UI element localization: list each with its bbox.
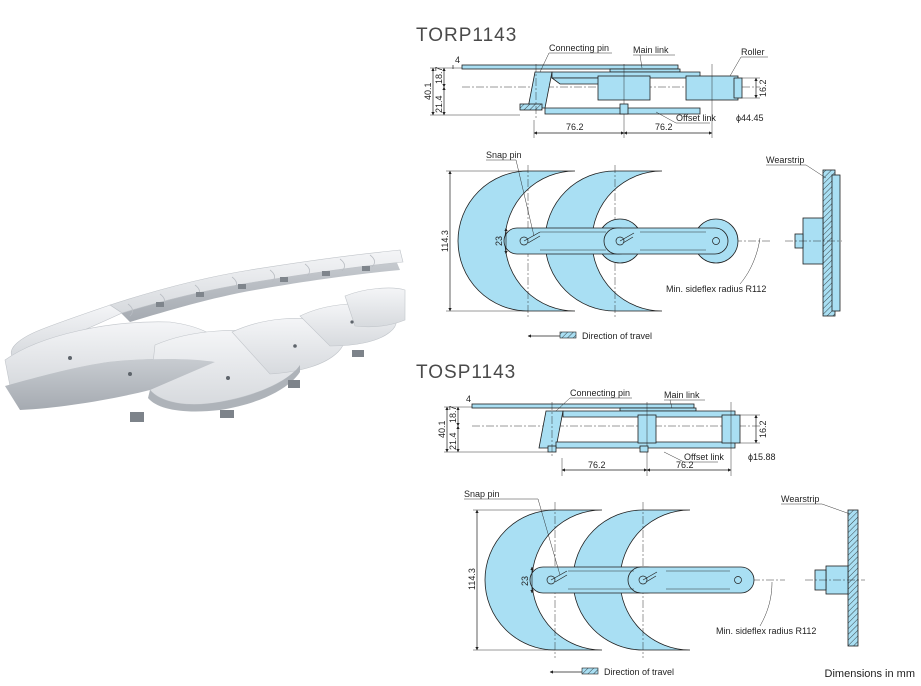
side-dimensions-tosp <box>444 406 760 476</box>
label-sideflex: Min. sideflex radius R112 <box>716 626 816 636</box>
label-travel: Direction of travel <box>604 667 674 677</box>
front-row-plates <box>4 287 406 422</box>
label-wearstrip: Wearstrip <box>781 494 819 504</box>
side-view-tosp: 40.1 18.7 21.4 4 76.2 76.2 16.2 ϕ15.88 C… <box>437 388 776 476</box>
link-diagonal <box>550 77 601 85</box>
pin-1 <box>619 103 629 115</box>
dim-height-lower: 21.4 <box>448 432 458 450</box>
top-dimensions-torp <box>446 170 528 312</box>
side-dimensions-torp <box>430 65 760 138</box>
plate-1 <box>484 509 603 651</box>
label-main-link: Main link <box>633 45 669 55</box>
label-wearstrip: Wearstrip <box>766 155 804 165</box>
top-view-torp: 114.3 23 Snap pin Wearstrip Min. sidefle… <box>440 150 842 341</box>
diagram-torp1143: TORP1143 <box>416 25 842 341</box>
back-row-plates <box>10 249 404 357</box>
offset-link <box>527 71 553 109</box>
dim-roller-height: 16.2 <box>758 420 768 438</box>
dim-width: 114.3 <box>467 568 477 590</box>
wearstrip-cap <box>831 174 841 312</box>
top-plate-2 <box>619 407 697 412</box>
label-travel: Direction of travel <box>582 331 652 341</box>
wearstrip-tosp <box>847 509 859 647</box>
dim-link-width: 23 <box>520 576 530 586</box>
dim-height-total: 40.1 <box>437 420 447 438</box>
dim-pitch-b: 76.2 <box>655 122 673 132</box>
dim-height-upper: 18.7 <box>434 66 444 84</box>
label-offset-link: Offset link <box>684 452 724 462</box>
dim-link-width: 23 <box>494 236 504 246</box>
travel-arrow-tosp <box>549 667 599 675</box>
label-snap-pin: Snap pin <box>486 150 522 160</box>
top-plate <box>461 64 679 70</box>
dim-thickness: 4 <box>466 394 471 404</box>
units-footnote: Dimensions in mm <box>824 668 915 680</box>
title-tosp1143: TOSP1143 <box>416 362 516 383</box>
dim-height-total: 40.1 <box>423 82 433 100</box>
link-bar-2 <box>603 227 729 255</box>
dim-pitch-b: 76.2 <box>676 460 694 470</box>
label-snap-pin: Snap pin <box>464 489 500 499</box>
top-view-tosp: 114.3 23 Snap pin Wearstrip Min. sidefle… <box>464 489 865 677</box>
dim-roller-height: 16.2 <box>758 79 768 97</box>
label-roller: Roller <box>741 47 765 57</box>
dim-roller-dia: ϕ44.45 <box>736 113 764 123</box>
label-connecting-pin: Connecting pin <box>549 43 609 53</box>
label-connecting-pin: Connecting pin <box>570 388 630 398</box>
travel-arrow-torp <box>527 331 577 339</box>
plate-2 <box>572 509 691 651</box>
top-plate <box>471 403 695 409</box>
wear-shoe <box>519 103 543 111</box>
label-main-link: Main link <box>664 390 700 400</box>
plate-1 <box>457 170 576 312</box>
title-torp1143: TORP1143 <box>416 25 517 46</box>
side-view-torp: 40.1 18.7 21.4 4 76.2 76.2 16.2 ϕ44.45 C… <box>423 43 768 138</box>
diagram-tosp1143: TOSP1143 <box>416 362 865 677</box>
product-photo <box>4 249 406 422</box>
dim-roller-dia: ϕ15.88 <box>748 452 776 462</box>
plate-2 <box>544 170 663 312</box>
dim-pitch-a: 76.2 <box>588 460 606 470</box>
dim-height-lower: 21.4 <box>434 95 444 113</box>
top-plate-2 <box>609 68 681 73</box>
link-bar-2 <box>627 566 755 594</box>
dim-pitch-a: 76.2 <box>566 122 584 132</box>
label-sideflex: Min. sideflex radius R112 <box>666 284 766 294</box>
pin-2 <box>639 445 649 453</box>
pin-2 <box>733 77 743 99</box>
label-offset-link: Offset link <box>676 113 716 123</box>
dim-thickness: 4 <box>455 55 460 65</box>
dim-width: 114.3 <box>440 230 450 252</box>
dim-height-upper: 18.7 <box>448 405 458 423</box>
